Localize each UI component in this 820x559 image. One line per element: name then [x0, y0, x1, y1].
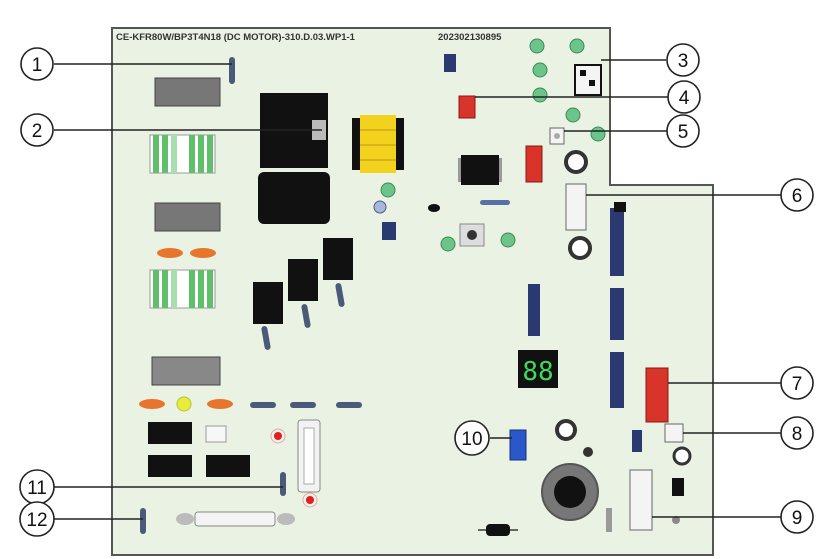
heatsink-1 [149, 134, 216, 174]
terminal-callout-11 [280, 472, 286, 496]
relay-small-1 [323, 238, 353, 280]
connector-red-mid [525, 145, 543, 183]
cap-orange-3 [139, 399, 165, 409]
ic-small-top [444, 54, 456, 72]
callouts: 1 2 3 4 5 6 7 8 [19, 43, 814, 537]
buzzer [541, 463, 599, 521]
pin-header-center [528, 284, 540, 336]
svg-text:3: 3 [678, 51, 689, 72]
connector-3 [574, 64, 602, 96]
leader-lines [54, 59, 781, 520]
pin-header-right [610, 202, 626, 408]
microcontroller [458, 155, 502, 185]
bridge-rectifier-2 [154, 202, 221, 232]
svg-text:8: 8 [792, 424, 803, 445]
bridge-rectifier-3 [151, 356, 221, 386]
callout-10: 10 [454, 420, 490, 456]
connector-8 [664, 423, 684, 443]
logic-section: 88 [373, 38, 626, 408]
callout-2: 2 [20, 113, 54, 147]
callout-4: 4 [667, 80, 701, 114]
transformer [352, 115, 404, 173]
connector-4 [458, 95, 476, 119]
cap-orange-1 [157, 248, 183, 258]
svg-text:2: 2 [32, 121, 43, 142]
red-dot-1 [274, 432, 282, 440]
svg-text:5: 5 [678, 122, 689, 143]
svg-text:10: 10 [461, 429, 482, 450]
callout-6: 6 [780, 178, 814, 212]
connector-9 [629, 469, 653, 531]
red-dot-2 [306, 496, 314, 504]
svg-text:1: 1 [32, 55, 43, 76]
relay-large-2 [258, 172, 330, 224]
svg-text:4: 4 [679, 88, 690, 109]
callout-5: 5 [666, 114, 700, 148]
display-digits: 88 [522, 357, 553, 387]
block-black-2 [148, 455, 192, 477]
connector-7 [645, 367, 669, 423]
callout-8: 8 [780, 416, 814, 450]
relay-small-2 [288, 259, 318, 301]
jumper-10 [509, 429, 527, 461]
board-serial-text: 202302130895 [438, 32, 502, 43]
callout-12: 12 [19, 501, 55, 537]
callout-9: 9 [780, 500, 814, 534]
callout-3: 3 [666, 43, 700, 77]
cap-orange-4 [207, 399, 233, 409]
callout-11: 11 [19, 469, 55, 505]
heatsink-2 [149, 269, 216, 309]
led-yellow [176, 396, 192, 412]
block-black-1 [148, 422, 192, 444]
connector-6 [565, 183, 587, 231]
fuse [297, 419, 321, 493]
blue-pad [373, 200, 387, 214]
bridge-rectifier-1 [154, 77, 221, 107]
cap-orange-2 [190, 248, 216, 258]
block-black-3 [206, 455, 250, 477]
svg-text:9: 9 [792, 508, 803, 529]
callout-7: 7 [780, 366, 814, 400]
svg-text:12: 12 [26, 510, 47, 531]
seven-segment-display: 88 [518, 350, 558, 388]
ptc-resistor [176, 511, 295, 527]
black-cap-small [428, 204, 440, 212]
diode-bottom [478, 524, 518, 536]
power-section [139, 77, 404, 527]
block-white [205, 425, 227, 443]
callout-1: 1 [20, 47, 54, 81]
svg-text:7: 7 [792, 374, 803, 395]
terminal-callout-1 [229, 57, 235, 84]
ic-small-left [382, 222, 396, 240]
connectors [458, 64, 684, 531]
board-model-text: CE-KFR80W/BP3T4N18 (DC MOTOR)-310.D.03.W… [116, 32, 356, 43]
green-pad [380, 182, 396, 198]
relay-small-3 [253, 282, 283, 324]
svg-text:6: 6 [792, 186, 803, 207]
small-terminals [140, 57, 510, 534]
svg-text:11: 11 [27, 478, 47, 499]
terminal-callout-12 [140, 508, 146, 534]
misc-parts [478, 150, 692, 536]
